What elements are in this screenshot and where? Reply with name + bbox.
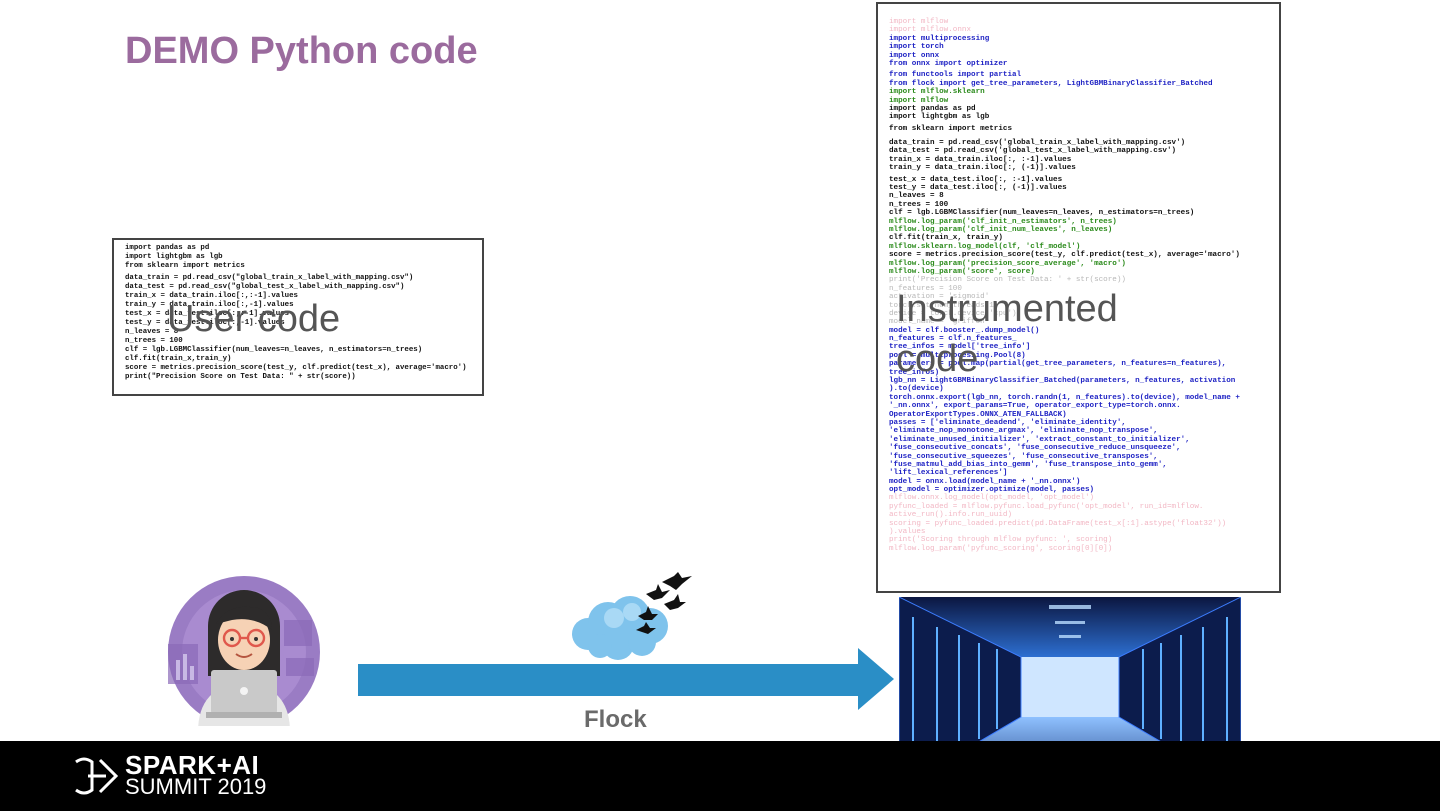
code-line: import pandas as pd <box>889 104 976 113</box>
code-line: from functools import partial <box>889 71 1022 80</box>
code-line: train_x = data_train.iloc[:,:-1].values <box>125 292 298 300</box>
code-line: score = metrics.precision_score(test_y, … <box>125 364 467 372</box>
code-line: pool = multiprocessing.Pool(8) <box>889 351 1026 360</box>
code-line: mlflow.log_param('clf_init_n_estimators'… <box>889 217 1117 226</box>
code-line: import lightgbm as lgb <box>889 113 990 122</box>
code-line: data_train = pd.read_csv('global_train_x… <box>889 139 1186 148</box>
flock-label: Flock <box>584 706 647 733</box>
code-line: torch.set_num_threads(1) <box>889 301 999 310</box>
code-line: mlflow.sklearn.log_model(clf, 'clf_model… <box>889 242 1081 251</box>
code-line: scoring = pyfunc_loaded.predict(pd.DataF… <box>889 519 1227 528</box>
code-line: 'eliminate_nop_monotone_argmax', 'elimin… <box>889 427 1158 436</box>
code-line: ).to(device) <box>889 385 944 394</box>
logo-line-2: SUMMIT 2019 <box>125 774 267 799</box>
flow-arrow <box>358 648 894 710</box>
code-line: n_trees = 100 <box>125 337 183 345</box>
code-line: score = metrics.precision_score(test_y, … <box>889 251 1240 260</box>
code-line: data_test = pd.read_csv('global_test_x_l… <box>889 147 1177 156</box>
code-line: import pandas as pd <box>125 244 210 252</box>
code-line: mlflow.onnx.log_model(opt_model, 'opt_mo… <box>889 494 1095 503</box>
code-line: import multiprocessing <box>889 34 990 43</box>
code-line: import mlflow <box>889 18 949 26</box>
code-line: 'lift_lexical_references'] <box>889 469 1008 478</box>
user-code-label: User code <box>167 298 341 340</box>
code-line: import mlflow.sklearn <box>889 88 985 97</box>
logo-line-1: SPARK+AI <box>125 750 260 780</box>
code-line: tree_infos) <box>889 368 940 377</box>
code-line: n_leaves = 8 <box>889 192 944 201</box>
code-line: n_leaves = 8 <box>125 328 179 336</box>
code-line: clf = lgb.LGBMClassifier(num_leaves=n_le… <box>125 346 423 354</box>
code-line: 'eliminate_unused_initializer', 'extract… <box>889 435 1190 444</box>
code-line: '_nn.onnx', export_params=True, operator… <box>889 402 1181 411</box>
code-line: active_run().info.run_uuid) <box>889 511 1013 520</box>
event-logo-text: SPARK+AI SUMMIT 2019 <box>125 750 267 799</box>
code-line: lgb_nn = LightGBMBinaryClassifier_Batche… <box>889 377 1236 386</box>
code-line: mlflow.log_param('pyfunc_scoring', scori… <box>889 544 1113 553</box>
developer-avatar-icon <box>168 576 320 732</box>
code-line: import onnx <box>889 51 940 60</box>
code-line: train_y = data_train.iloc[:,-1].values <box>125 301 294 309</box>
code-line: activation = 'sigmoid' <box>889 293 990 302</box>
code-line: n_features = 100 <box>889 284 962 293</box>
code-line: mlflow.log_param('precision_score_averag… <box>889 259 1126 268</box>
instrumented-code-label: Instrumented <box>896 288 1118 330</box>
code-line: pyfunc_loaded = mlflow.pyfunc.load_pyfun… <box>889 502 1204 511</box>
code-line: model = clf.booster_.dump_model() <box>889 326 1040 335</box>
code-line: test_y = data_test.iloc[:, (-1)].values <box>889 184 1067 193</box>
code-line: import lightgbm as lgb <box>125 253 223 261</box>
code-line: clf.fit(train_x, train_y) <box>889 234 1003 243</box>
code-line: test_y = data_test.iloc[:,-1].values <box>125 319 285 327</box>
code-line: test_x = data_test.iloc[:,:-1].values <box>125 310 290 318</box>
code-line: clf = lgb.LGBMClassifier(num_leaves=n_le… <box>889 209 1195 218</box>
code-line: OperatorExportTypes.ONNX_ATEN_FALLBACK) <box>889 410 1067 419</box>
code-line: model_name = 'griffon' <box>889 318 990 327</box>
code-line: test_x = data_test.iloc[:, :-1].values <box>889 175 1063 184</box>
code-line: ).values <box>889 528 926 537</box>
code-line: device = torch.device('cpu') <box>889 309 1017 318</box>
code-line: clf.fit(train_x,train_y) <box>125 355 232 363</box>
code-line: print("Precision Score on Test Data: " +… <box>125 373 356 381</box>
code-line: from onnx import optimizer <box>889 59 1008 68</box>
code-line: opt_model = optimizer.optimize(model, pa… <box>889 486 1095 495</box>
code-line: train_x = data_train.iloc[:, :-1].values <box>889 155 1072 164</box>
code-line: from sklearn import metrics <box>889 124 1013 133</box>
code-line: 'fuse_matmul_add_bias_into_gemm', 'fuse_… <box>889 460 1167 469</box>
code-line: n_trees = 100 <box>889 200 949 209</box>
code-line: import mlflow.onnx <box>889 26 972 35</box>
code-line: mlflow.log_param('clf_init_num_leaves', … <box>889 225 1113 234</box>
footer-bar <box>0 741 1440 811</box>
code-line: train_y = data_train.iloc[:, (-1)].value… <box>889 164 1076 173</box>
code-line: data_train = pd.read_csv("global_train_x… <box>125 274 414 282</box>
code-line: tree_infos = model['tree_info'] <box>889 343 1031 352</box>
code-line: print('Scoring through mlflow pyfunc: ',… <box>889 536 1113 545</box>
code-line: import torch <box>889 43 944 52</box>
code-line: mlflow.log_param('score', score) <box>889 267 1035 276</box>
code-line: 'fuse_consecutive_squeezes', 'fuse_conse… <box>889 452 1158 461</box>
code-line: data_test = pd.read_csv("global_test_x_l… <box>125 283 405 291</box>
code-line: parameters = pool.map(partial(get_tree_p… <box>889 360 1227 369</box>
code-line: print('Precision Score on Test Data: ' +… <box>889 276 1126 285</box>
code-line: 'fuse_consecutive_concats', 'fuse_consec… <box>889 444 1181 453</box>
code-line: n_features = clf.n_features_ <box>889 335 1017 344</box>
cloud-with-birds-icon <box>572 572 692 660</box>
code-line: model = onnx.load(model_name + '_nn.onnx… <box>889 477 1081 486</box>
spark-ai-summit-logo <box>75 757 119 795</box>
instrumented-code-label-2: code <box>896 338 979 380</box>
slide-title: DEMO Python code <box>125 30 478 72</box>
code-line: import mlflow <box>889 96 949 105</box>
code-line: from sklearn import metrics <box>125 262 245 270</box>
code-line: torch.onnx.export(lgb_nn, torch.randn(1,… <box>889 393 1240 402</box>
code-line: from flock import get_tree_parameters, L… <box>889 79 1213 88</box>
code-line: passes = ['eliminate_deadend', 'eliminat… <box>889 418 1126 427</box>
